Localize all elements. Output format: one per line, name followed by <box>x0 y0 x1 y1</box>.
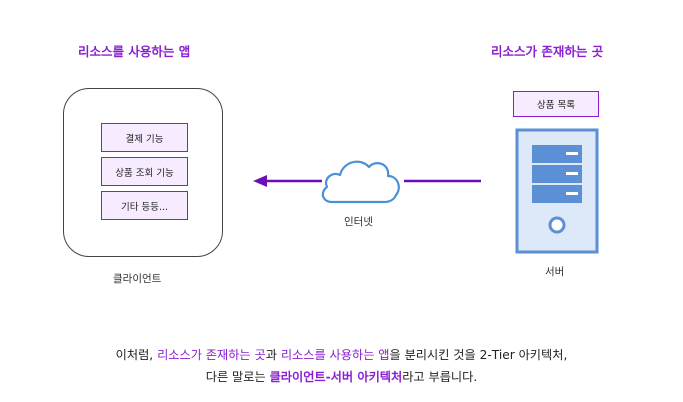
client-app-frame <box>63 88 223 257</box>
client-side-heading: 리소스를 사용하는 앱 <box>78 44 191 59</box>
footer-highlight-resource-app: 리소스를 사용하는 앱 <box>280 348 390 362</box>
footer-line-1: 이처럼, 리소스가 존재하는 곳과 리소스를 사용하는 앱을 분리시킨 것을 2… <box>0 344 683 366</box>
footer-highlight-resource-location: 리소스가 존재하는 곳 <box>157 348 266 362</box>
feature-box-etc: 기타 등등... <box>101 191 188 220</box>
footer-text: 과 <box>265 348 281 362</box>
network-caption: 인터넷 <box>344 216 373 228</box>
server-tower-icon <box>515 128 599 254</box>
footer-highlight-term: 클라이언트-서버 아키텍처 <box>269 370 403 384</box>
server-side-heading: 리소스가 존재하는 곳 <box>491 44 604 59</box>
footer-text: 라고 부릅니다. <box>402 370 478 384</box>
arrow-left-icon <box>253 175 322 187</box>
server-caption: 서버 <box>545 266 565 278</box>
feature-box-payment: 결제 기능 <box>101 123 188 152</box>
feature-box-product-lookup: 상품 조회 기능 <box>101 157 188 186</box>
client-caption: 클라이언트 <box>113 273 162 285</box>
footer-text: 이처럼, <box>115 348 158 362</box>
footer-text: 다른 말로는 <box>205 370 270 384</box>
footer-line-2: 다른 말로는 클라이언트-서버 아키텍처라고 부릅니다. <box>0 366 683 388</box>
cloud-icon <box>321 160 400 204</box>
product-list-box: 상품 목록 <box>513 91 599 117</box>
footer-text: 을 분리시킨 것을 2-Tier 아키텍처, <box>389 348 568 362</box>
